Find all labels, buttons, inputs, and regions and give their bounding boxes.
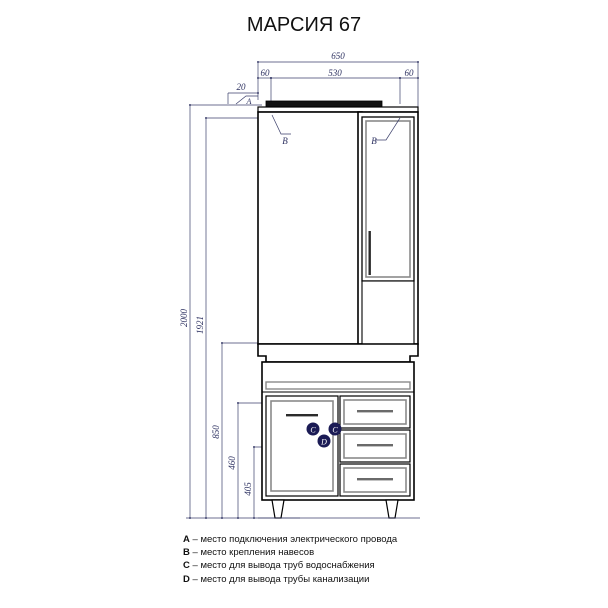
vanity-left-door-inner-frame xyxy=(270,400,334,492)
label-405: 405 xyxy=(243,482,253,496)
legend-row-a: A – место подключения электрического про… xyxy=(183,533,513,546)
vanity-leg-left xyxy=(271,499,285,519)
label-460: 460 xyxy=(227,456,237,470)
right-cabinet-door-inner-frame xyxy=(365,120,411,278)
label-650: 650 xyxy=(331,51,345,61)
left-dimension-labels: 2000 1921 850 460 405 xyxy=(179,309,253,496)
legend-key-a: A xyxy=(183,534,190,545)
leader-b-left xyxy=(271,114,291,135)
vanity-drawer-top-handle xyxy=(357,410,393,413)
label-530: 530 xyxy=(328,68,342,78)
b-callout-labels: B B xyxy=(282,136,377,146)
page-title: МАРСИЯ 67 xyxy=(246,14,362,36)
callout-c-right: C xyxy=(332,426,338,435)
legend-row-d: D – место для вывода трубы канализации xyxy=(183,573,513,586)
callout-d: D xyxy=(320,438,327,447)
left-dimension-group xyxy=(186,104,330,519)
vanity-unit-group xyxy=(257,343,420,519)
leader-a xyxy=(235,95,258,105)
label-20: 20 xyxy=(237,82,247,92)
legend-text-a: – место подключения электрического прово… xyxy=(192,534,398,545)
vanity-drawer-bottom-handle xyxy=(357,478,393,481)
mirror-lamp-bar xyxy=(265,100,383,108)
right-cabinet-door-handle xyxy=(368,231,371,275)
vanity-left-door-handle xyxy=(286,414,318,417)
callout-bubble-d xyxy=(317,434,331,448)
vanity-drawer-middle-handle xyxy=(357,444,393,447)
b-callout-leaders xyxy=(271,114,401,141)
legend-key-b: B xyxy=(183,547,190,559)
vanity-leg-right xyxy=(385,499,399,519)
leader-b-right xyxy=(375,117,401,141)
callout-bubble-c-right xyxy=(328,422,342,436)
legend-row-c: C – место для вывода труб водоснабжения xyxy=(183,559,513,572)
mirror-cabinet-group xyxy=(257,100,419,345)
right-column-lower-panel xyxy=(361,280,415,345)
callout-a: A xyxy=(246,97,252,106)
callout-c-left: C xyxy=(310,426,316,435)
label-60-right: 60 xyxy=(405,68,415,78)
callout-b-left: B xyxy=(282,136,288,146)
callout-b-right: B xyxy=(371,136,377,146)
callout-bubble-c-left xyxy=(306,422,320,436)
label-2000: 2000 xyxy=(179,309,189,328)
label-60-left: 60 xyxy=(261,68,271,78)
legend-text-d: – место для вывода трубы канализации xyxy=(192,573,370,585)
pipe-callout-group: C C D xyxy=(306,422,342,448)
label-1921: 1921 xyxy=(195,316,205,334)
washbasin-top xyxy=(257,343,419,363)
vanity-drawer-top-inner-frame xyxy=(343,399,407,425)
label-850: 850 xyxy=(211,425,221,439)
legend-key-d: D xyxy=(183,573,190,585)
legend-block: A – место подключения электрического про… xyxy=(183,533,513,586)
legend-text-c: – место для вывода труб водоснабжения xyxy=(192,560,375,572)
legend-text-b: – место крепления навесов xyxy=(192,547,315,559)
top-dimension-labels: 650 60 530 60 20 A xyxy=(237,51,415,106)
vanity-drawer-middle-inner-frame xyxy=(343,433,407,459)
vanity-drawer-bottom-inner-frame xyxy=(343,467,407,493)
legend-row-b: B – место крепления навесов xyxy=(183,546,513,559)
mirror-panel xyxy=(257,111,363,345)
vanity-apron-inner-frame xyxy=(265,381,411,390)
legend-key-c: C xyxy=(183,560,190,572)
top-dimension-group xyxy=(227,61,419,112)
